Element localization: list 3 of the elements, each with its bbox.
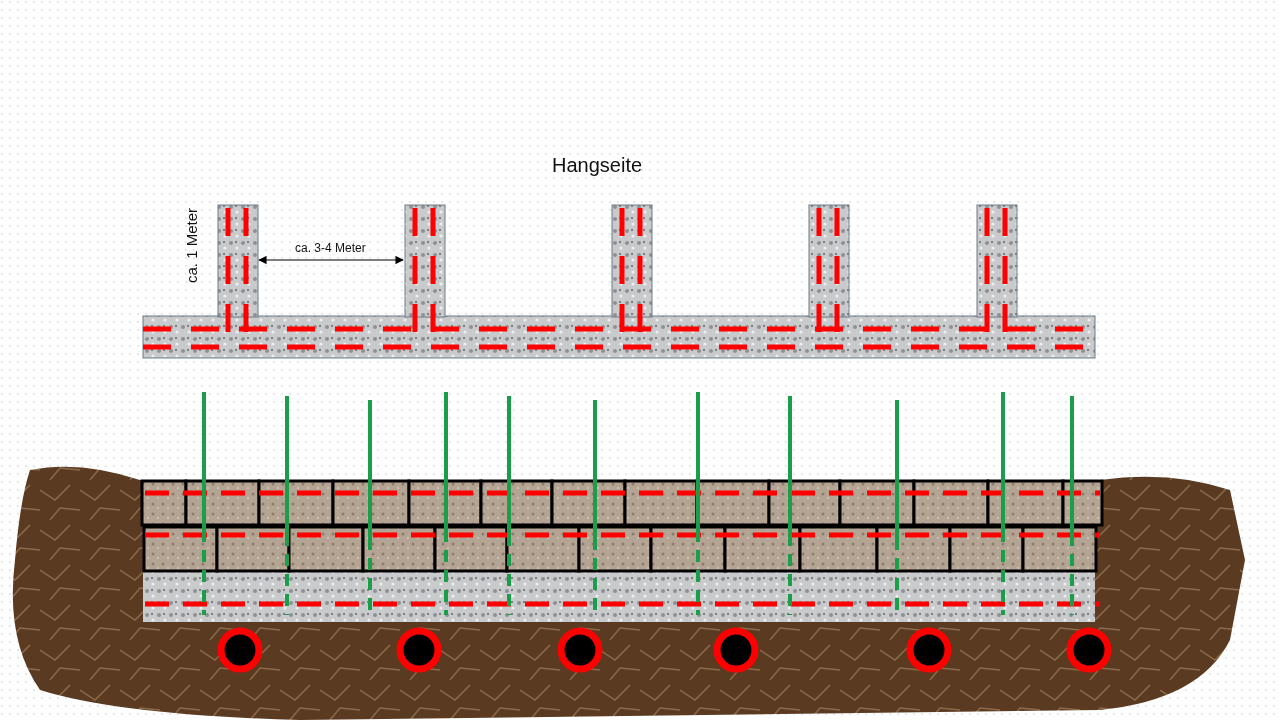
dimension-label: ca. 1 Meter	[183, 208, 200, 284]
dimension-label: ca. 3-4 Meter	[295, 241, 366, 255]
side-label: Hangseite	[552, 154, 643, 177]
